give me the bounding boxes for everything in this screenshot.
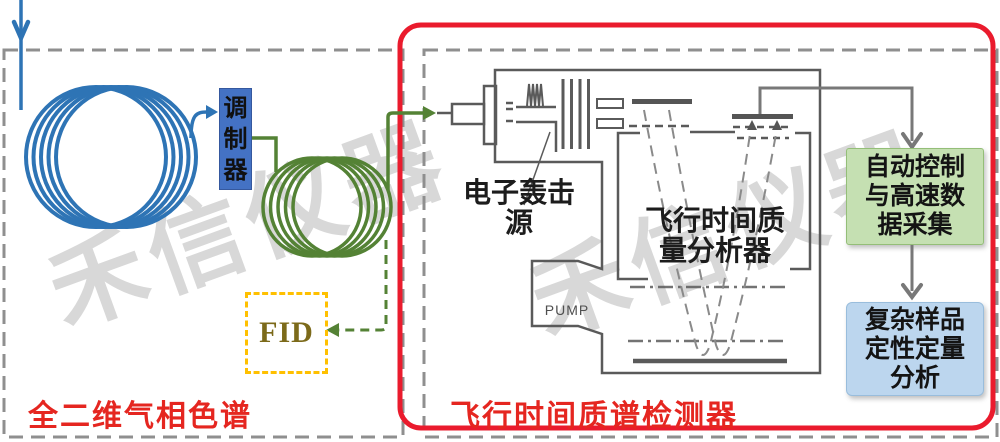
coil-to-modulator-line [189, 110, 208, 139]
caption-gcxgc: 全二维气相色谱 [28, 400, 252, 433]
inlet-flange [482, 84, 498, 146]
inlet-arrow-icon [11, 19, 31, 44]
vacuum-chamber-outline [493, 68, 822, 375]
drift-region-right-wall [790, 131, 812, 271]
first-column-flow [11, 0, 218, 229]
arrow-into-modulator-icon [206, 105, 218, 119]
second-column-flow [250, 106, 436, 337]
fid-box: FID [245, 292, 328, 374]
tofms-highlight-border [397, 22, 996, 431]
control-box: 自动控制 与高速数 据采集 [846, 148, 984, 245]
gc-panel-dashed-border [2, 48, 405, 439]
arrow-into-control-icon [901, 132, 923, 151]
detector-plate [732, 114, 793, 119]
ion-lens-stack [561, 79, 590, 149]
analysis-box: 复杂样品 定性定量 分析 [846, 302, 984, 396]
pump-label: PUMP [544, 302, 590, 318]
ei-source-label: 电子轰击 源 [462, 177, 575, 238]
split-to-fid-dashed-line [339, 240, 388, 332]
drift-region-left-wall [616, 131, 648, 281]
detector-signal-line [758, 86, 914, 141]
modulator-to-coil-line [250, 136, 278, 172]
ms-instrument [437, 68, 822, 375]
modulator-box: 调 制 器 [219, 88, 252, 190]
tof-analyzer-label: 飞行时间质 量分析器 [644, 205, 785, 266]
deflector-plates [596, 98, 624, 129]
caption-tofms: 飞行时间质谱检测器 [450, 400, 738, 433]
coil-to-ms-line [386, 111, 423, 190]
arrow-into-fid-icon [326, 323, 339, 337]
beam-slit-bottom [516, 120, 558, 152]
arrow-into-ms-icon [423, 106, 436, 120]
arrow-into-analysis-icon [901, 283, 923, 301]
repeller-marks [506, 101, 513, 123]
filament-coil [526, 83, 544, 107]
signal-flow [758, 86, 923, 301]
accelerator-plate [632, 99, 692, 104]
ion-arrival-arrow-icon [772, 120, 782, 130]
ei-source-pointer-line [523, 131, 551, 206]
first-gc-column-coil [24, 85, 198, 229]
ion-arrival-arrow-icon [747, 120, 757, 130]
inlet-tube [450, 102, 486, 126]
ion-trajectories [643, 109, 777, 356]
second-gc-column-coil [261, 156, 393, 258]
ms-panel-dashed-border [422, 48, 999, 439]
